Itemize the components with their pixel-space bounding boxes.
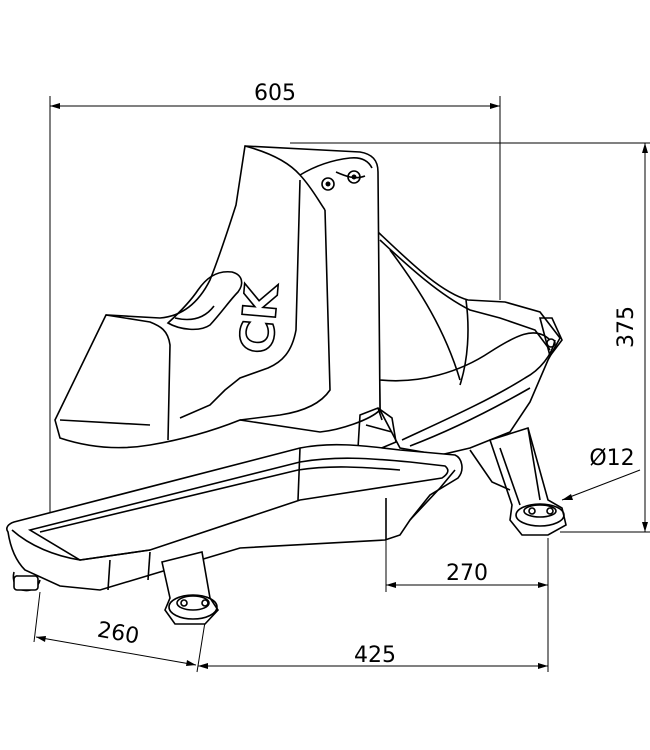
front-foot [161, 551, 220, 625]
dimension-rear-spacing: 270 [385, 538, 549, 672]
object-illustration: CK [6, 145, 567, 625]
dimension-label-diameter: Ø12 [589, 446, 634, 471]
dimension-label-425: 425 [354, 643, 396, 668]
rear-foot [469, 426, 567, 536]
dimension-height: 375 [290, 142, 650, 533]
dimension-label-375: 375 [614, 306, 639, 348]
rear-pedestal [377, 230, 563, 456]
ck-logo: CK [229, 280, 289, 356]
dimension-label-260: 260 [95, 618, 141, 650]
base-tray [6, 443, 463, 592]
main-body: CK [54, 145, 397, 453]
dimension-front-spacing: 260 [33, 591, 206, 673]
dimension-label-270: 270 [446, 561, 488, 586]
dimension-overall-length: 605 [49, 81, 501, 545]
dimension-label-605: 605 [254, 81, 296, 106]
dimension-span: 425 [198, 643, 548, 669]
dimension-diameter: Ø12 [561, 446, 641, 501]
